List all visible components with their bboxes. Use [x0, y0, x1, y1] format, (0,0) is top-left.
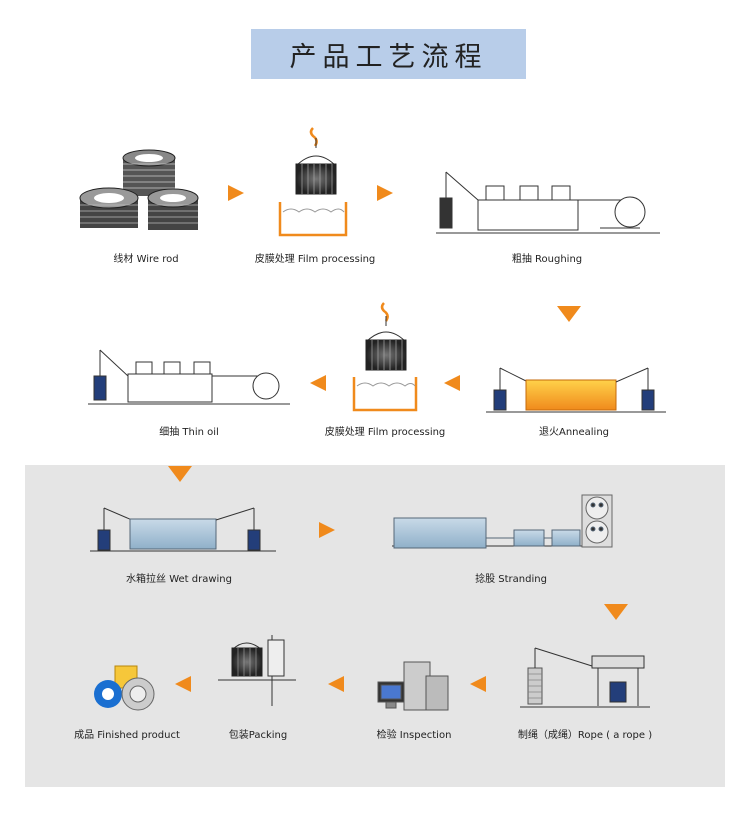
- step-label-wire-rod: 线材 Wire rod: [113, 254, 179, 265]
- flow-arrow: [175, 676, 191, 692]
- flow-arrow: [557, 306, 581, 322]
- flow-arrow: [604, 604, 628, 620]
- flow-arrow: [168, 466, 192, 482]
- step-label-film-processing-2: 皮膜处理 Film processing: [324, 427, 446, 438]
- thin-oil-illustration: [88, 349, 290, 405]
- flow-arrow: [377, 185, 393, 201]
- step-label-packing: 包装Packing: [228, 730, 288, 741]
- packing-illustration: [218, 635, 296, 706]
- film-processing-illustration: [278, 127, 348, 237]
- step-label-annealing: 退火Annealing: [538, 427, 610, 438]
- step-label-roughing: 粗抽 Roughing: [511, 254, 583, 265]
- step-label-stranding: 捻股 Stranding: [475, 574, 547, 585]
- flow-arrow: [319, 522, 335, 538]
- step-label-wet-drawing: 水箱拉丝 Wet drawing: [126, 574, 232, 585]
- rope-illustration: [520, 647, 650, 708]
- step-label-film-processing: 皮膜处理 Film processing: [254, 254, 376, 265]
- stranding-illustration: [392, 494, 613, 549]
- step-label-inspection: 检验 Inspection: [376, 730, 452, 741]
- inspection-illustration: [377, 661, 449, 711]
- flow-arrow: [310, 375, 326, 391]
- page-title: 产品工艺流程: [251, 29, 526, 79]
- step-label-finished-product: 成品 Finished product: [74, 730, 180, 741]
- flow-arrow: [228, 185, 244, 201]
- flow-arrow: [444, 375, 460, 391]
- annealing-illustration: [486, 367, 666, 413]
- step-label-thin-oil: 细抽 Thin oil: [159, 427, 219, 438]
- flow-arrow: [470, 676, 486, 692]
- flow-arrow: [328, 676, 344, 692]
- film-processing-illustration-2: [352, 302, 418, 412]
- step-label-rope: 制绳（成绳）Rope ( a rope ): [517, 730, 653, 741]
- wire-rod-illustration: [79, 149, 199, 230]
- finished-product-illustration: [94, 665, 155, 711]
- wet-drawing-illustration: [90, 507, 276, 552]
- roughing-illustration: [436, 171, 660, 234]
